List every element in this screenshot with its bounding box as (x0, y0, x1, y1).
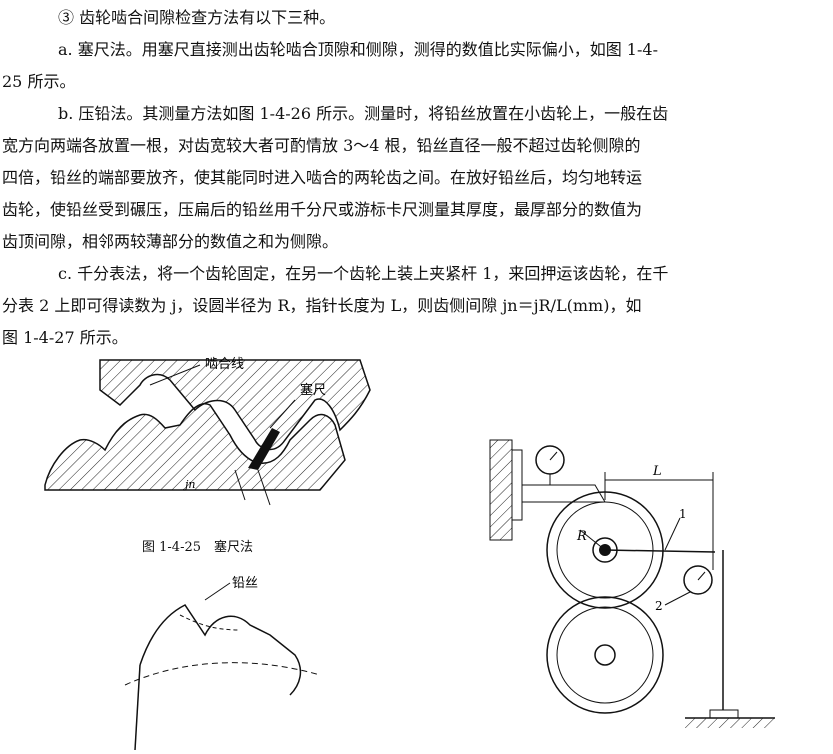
caption-fig-25: 图 1-4-25 塞尺法 (142, 540, 254, 555)
label-2: 2 (655, 599, 663, 613)
label-feeler: 塞尺 (300, 382, 326, 398)
label-lead-wire: 铅丝 (232, 576, 258, 591)
label-1: 1 (679, 507, 687, 521)
para-c-line-1: c. 千分表法，将一个齿轮固定，在另一个齿轮上装上夹紧杆 1，来回押运该齿轮，在… (58, 264, 669, 283)
label-L: L (652, 464, 662, 479)
label-R: R (576, 529, 587, 544)
para-b-line-4: 齿轮，使铅丝受到碾压，压扁后的铅丝用千分尺或游标卡尺测量其厚度，最厚部分的数值为 (2, 200, 643, 219)
para-a-line-1: a. 塞尺法。用塞尺直接测出齿轮啮合顶隙和侧隙，测得的数值比实际偏小，如图 1-… (58, 40, 658, 59)
label-mesh-line: 啮合线 (205, 357, 244, 372)
para-b-line-1: b. 压铅法。其测量方法如图 1-4-26 所示。测量时，将铅丝放置在小齿轮上，… (58, 104, 669, 123)
figure-lead-wire: 铅丝 (124, 576, 321, 750)
para-b-line-2: 宽方向两端各放置一根，对齿宽较大者可酌情放 3～4 根，铅丝直径一般不超过齿轮侧… (2, 136, 641, 155)
para-c-line-2: 分表 2 上即可得读数为 j，设圆半径为 R，指针长度为 L，则齿侧间隙 jn＝… (2, 296, 642, 315)
label-jn: jn (182, 478, 196, 491)
figure-feeler-gauge: 啮合线 塞尺 jn (44, 357, 371, 506)
para-b-line-5: 齿顶间隙，相邻两较薄部分的数值之和为侧隙。 (2, 232, 339, 251)
para-b-line-3: 四倍，铅丝的端部要放齐，使其能同时进入啮合的两轮齿之间。在放好铅丝后，均匀地转运 (2, 168, 643, 187)
figure-dial-indicator: L R 1 2 (489, 439, 775, 728)
para-a-line-2: 25 所示。 (2, 72, 76, 91)
heading-line: ③ 齿轮啮合间隙检查方法有以下三种。 (58, 8, 336, 27)
para-c-line-3: 图 1-4-27 所示。 (2, 328, 128, 347)
